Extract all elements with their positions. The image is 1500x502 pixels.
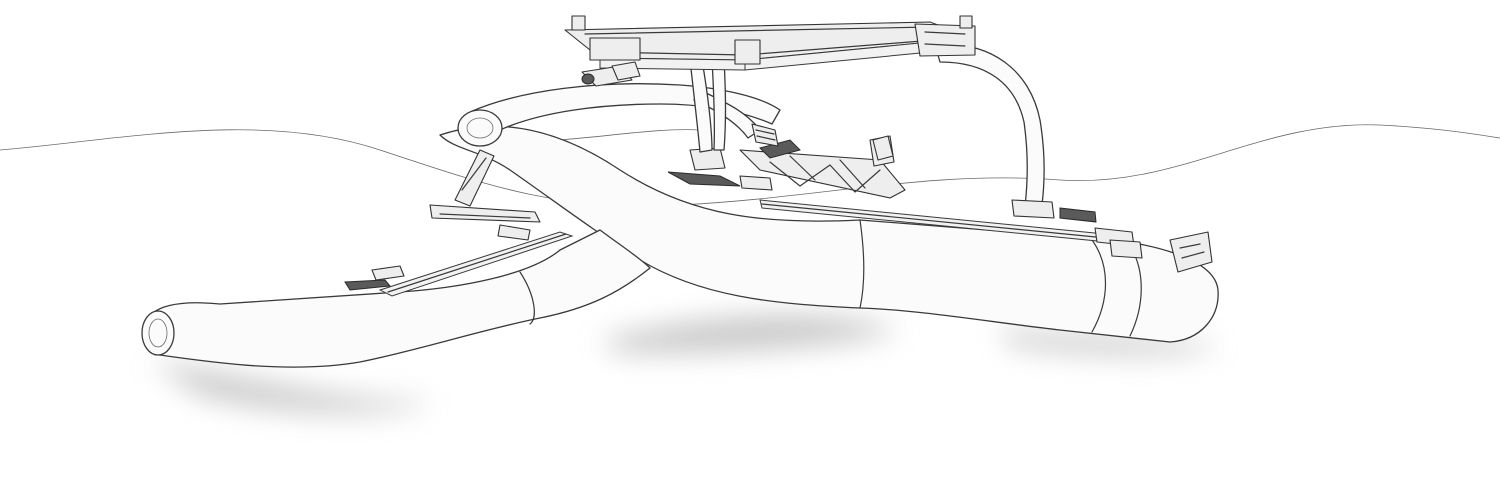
support-posts	[689, 59, 727, 153]
wave-surface-line-back	[559, 129, 701, 141]
stern-mount-right	[1109, 231, 1213, 273]
left-deck-rail	[344, 231, 574, 297]
stern-plate-left	[872, 135, 894, 161]
top-frame	[564, 15, 976, 71]
shadows	[150, 315, 1220, 413]
front-strut	[429, 149, 541, 241]
front-mount	[581, 61, 641, 87]
wave-surface-line	[0, 124, 1500, 207]
rear-arch-tube	[934, 43, 1097, 223]
flex-hose	[693, 89, 779, 147]
left-pontoon	[141, 229, 651, 368]
